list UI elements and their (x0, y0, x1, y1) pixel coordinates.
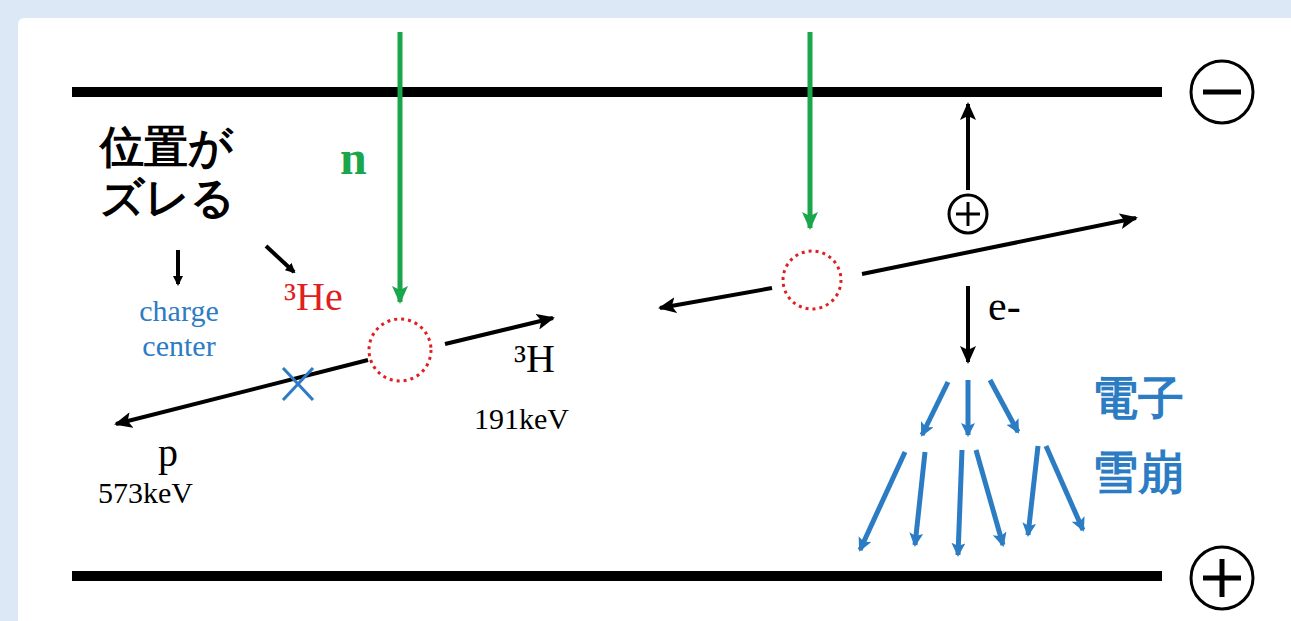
electron-avalanche (860, 380, 1083, 555)
triton-label: ³H (514, 336, 555, 382)
anode-plate (72, 571, 1162, 581)
helium-label: ³He (284, 274, 343, 320)
pointer-arrow (266, 246, 294, 272)
proton-track (116, 360, 368, 424)
ion-symbol (949, 195, 987, 233)
proton-label: p (158, 430, 178, 476)
neutron-arrow (398, 32, 403, 302)
reaction-point (783, 251, 841, 309)
energy-label: 191keV (474, 402, 569, 437)
triton-track (862, 218, 1136, 274)
charge-center-mark (283, 368, 313, 400)
cathode-plate (72, 87, 1162, 97)
energy-label: 573keV (98, 476, 193, 511)
charge-center-label: charge center (104, 294, 254, 363)
shift-note: 位置が ズレる (100, 122, 265, 223)
avalanche-label: 電子 雪崩 (1092, 362, 1202, 509)
minus-symbol (1191, 61, 1253, 123)
reaction-point (369, 319, 431, 381)
electron-label: e- (988, 282, 1021, 330)
electron-drift-arrow (966, 286, 970, 362)
proton-track (660, 288, 772, 308)
pointer-arrow (176, 250, 180, 284)
neutron-arrow (808, 32, 813, 228)
ion-drift-arrow (966, 104, 970, 190)
neutron-label: n (340, 130, 367, 185)
plus-symbol (1191, 547, 1253, 609)
